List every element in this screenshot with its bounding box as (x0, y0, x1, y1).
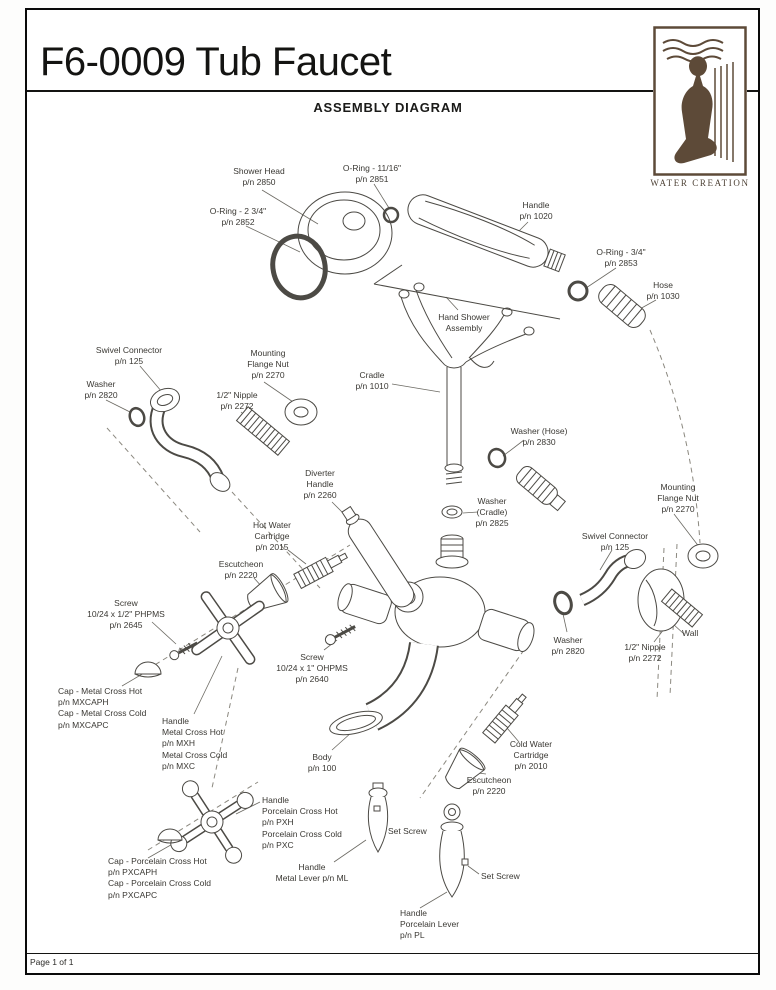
metal-lever-part (367, 782, 389, 853)
label-o-ring-3-4: O-Ring - 3/4" p/n 2853 (596, 247, 646, 269)
screw-2640-part (324, 624, 356, 646)
o-ring-2853-part (567, 280, 589, 302)
label-shower-head: Shower Head p/n 2850 (233, 166, 285, 188)
label-cap-porcelain-cross: Cap - Porcelain Cross Hot p/n PXCAPH Cap… (108, 856, 211, 900)
label-screw-2645: Screw 10/24 x 1/2" PHPMS p/n 2645 (87, 598, 165, 631)
water-creation-logo-icon (653, 26, 747, 176)
label-handle-1020: Handle p/n 1020 (519, 200, 553, 222)
body-part (329, 534, 535, 736)
cap-metal-part (134, 661, 162, 678)
label-screw-2640: Screw 10/24 x 1" OHPMS p/n 2640 (276, 652, 348, 685)
label-handle-metal-lever: Handle Metal Lever p/n ML (275, 862, 349, 884)
label-set-screw-top: Set Screw (388, 826, 427, 836)
label-hot-water-cartridge: Hot Water Cartridge p/n 2015 (253, 520, 291, 553)
label-wall: Wall (682, 628, 699, 638)
label-diverter-handle: Diverter Handle p/n 2260 (303, 468, 337, 501)
water-creation-logo (653, 26, 747, 176)
label-hose: Hose p/n 1030 (646, 280, 680, 302)
label-o-ring-11-16: O-Ring - 11/16" p/n 2851 (342, 163, 402, 185)
hose-part (598, 284, 646, 328)
cap-porcelain-part (157, 828, 183, 844)
label-cap-metal-cross: Cap - Metal Cross Hot p/n MXCAPH Cap - M… (58, 686, 147, 730)
cold-cartridge-part (482, 693, 527, 744)
label-washer-cradle: Washer (Cradle) p/n 2825 (475, 496, 509, 529)
washer-left-part (128, 406, 146, 428)
brand-name: WATER CREATION (650, 178, 750, 188)
label-cold-water-cartridge: Cold Water Cartridge p/n 2010 (509, 739, 553, 772)
hand-shower-handle-part (407, 194, 566, 273)
label-washer-left: Washer p/n 2820 (84, 379, 118, 401)
metal-cross-handle-part (191, 591, 265, 665)
label-hand-shower-assembly: Hand Shower Assembly (438, 312, 490, 334)
label-handle-porcelain-lever: Handle Porcelain Lever p/n PL (400, 908, 460, 941)
page-title: F6-0009 Tub Faucet (40, 40, 392, 84)
mounting-flange-nut-right-part (687, 543, 719, 569)
nipple-left-part (235, 406, 291, 456)
label-handle-porcelain-cross: Handle Porcelain Cross Hot p/n PXH Porce… (262, 795, 342, 850)
label-nipple-left: 1/2" Nipple p/n 2272 (216, 390, 258, 412)
label-swivel-connector-right: Swivel Connector p/n 125 (581, 531, 649, 553)
label-swivel-connector-left: Swivel Connector p/n 125 (95, 345, 163, 367)
hose-connector-part (516, 465, 567, 512)
shower-head-part (297, 191, 393, 275)
label-escutcheon-left: Escutcheon p/n 2220 (218, 559, 264, 581)
label-o-ring-2-3-4: O-Ring - 2 3/4" p/n 2852 (209, 206, 267, 228)
swivel-connector-right-part (579, 548, 647, 606)
nipple-right-part (660, 588, 704, 628)
label-washer-right: Washer p/n 2820 (551, 635, 585, 657)
label-set-screw-bottom: Set Screw (481, 871, 520, 881)
label-escutcheon-right: Escutcheon p/n 2220 (466, 775, 512, 797)
label-nipple-right: 1/2" Nipple p/n 2272 (624, 642, 666, 664)
washer-hose-part (487, 447, 507, 469)
title-divider (27, 90, 758, 92)
hot-cartridge-part (293, 552, 348, 590)
assembly-diagram-heading: ASSEMBLY DIAGRAM (313, 100, 463, 115)
washer-right-part (553, 590, 573, 616)
porcelain-lever-part (439, 803, 469, 898)
washer-cradle-part (441, 505, 463, 519)
page-number: Page 1 of 1 (30, 957, 74, 967)
label-washer-hose: Washer (Hose) p/n 2830 (510, 426, 568, 448)
label-cradle: Cradle p/n 1010 (355, 370, 389, 392)
hand-shower-bracket (373, 264, 561, 320)
mounting-flange-nut-left-part (284, 398, 318, 426)
label-handle-metal-cross: Handle Metal Cross Hot p/n MXH Metal Cro… (162, 716, 228, 771)
diverter-handle-part (341, 505, 415, 608)
label-mounting-flange-nut-left: Mounting Flange Nut p/n 2270 (247, 348, 289, 381)
escutcheon-right-part (445, 747, 486, 790)
screw-2645-part (169, 641, 198, 661)
swivel-connector-left-part (149, 387, 231, 492)
cradle-part (398, 282, 535, 485)
label-mounting-flange-nut-right: Mounting Flange Nut p/n 2270 (657, 482, 699, 515)
o-ring-2851-part (382, 206, 400, 224)
page-border (25, 8, 760, 975)
o-ring-2852-part (270, 233, 328, 301)
label-body: Body p/n 100 (307, 752, 337, 774)
footer-divider (27, 953, 758, 954)
